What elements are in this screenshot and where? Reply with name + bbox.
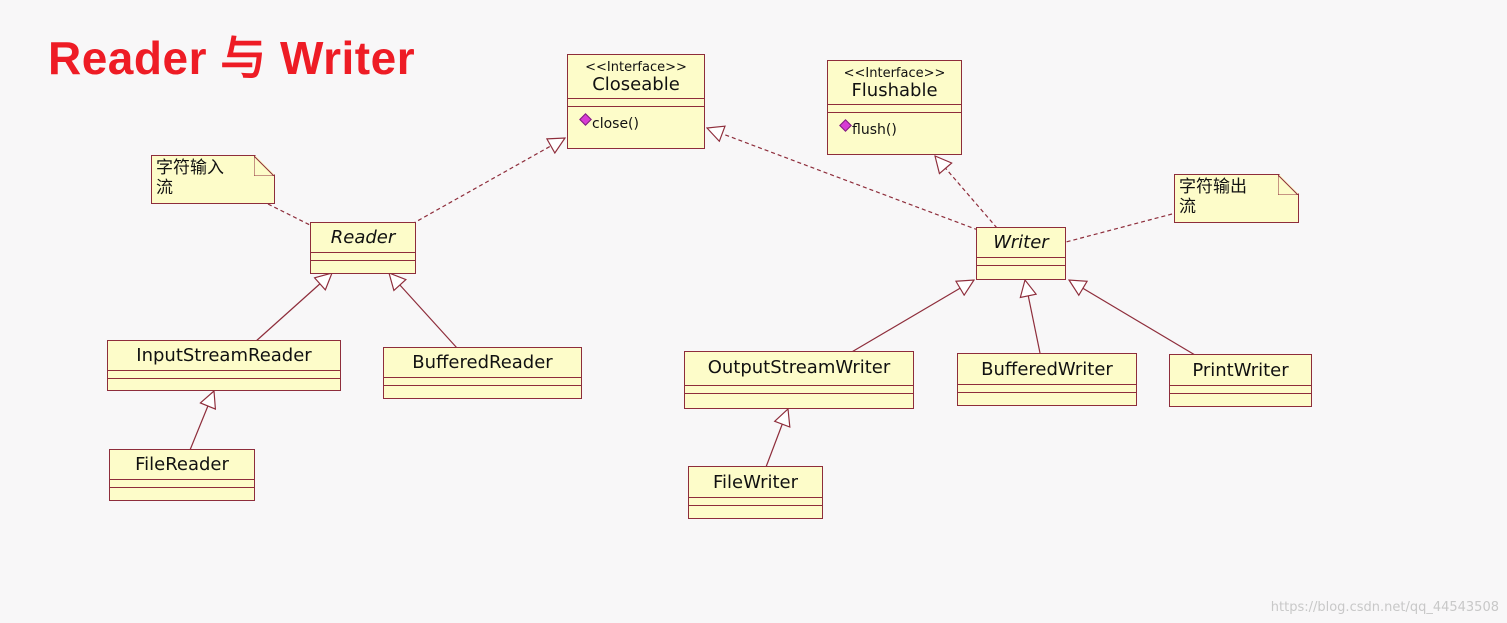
- bw-extends-writer: [1025, 280, 1041, 354]
- flushable-flush-operation: flush(): [852, 122, 897, 138]
- note-anchor-input: [267, 203, 313, 227]
- output-note-line2: 流: [1179, 197, 1196, 217]
- flushable-attributes: [828, 105, 961, 113]
- osw-extends-writer: [849, 280, 974, 354]
- input-stream-reader-attributes: [108, 371, 340, 379]
- buffered-writer-operations: [958, 393, 1136, 400]
- file-reader-operations: [110, 488, 254, 495]
- print-writer-operations: [1170, 394, 1311, 401]
- reader-name: Reader: [311, 223, 415, 253]
- isr-extends-reader: [254, 273, 332, 343]
- buffered-reader-name: BufferedReader: [384, 348, 581, 378]
- buffered-reader-operations: [384, 386, 581, 393]
- note-fold-icon: [1278, 175, 1298, 195]
- input-stream-note: 字符输入 流: [151, 155, 275, 204]
- input-stream-reader-class-box: InputStreamReader: [107, 340, 341, 391]
- flushable-interface-box: <<Interface>> Flushable flush(): [827, 60, 962, 155]
- writer-name: Writer: [977, 228, 1065, 258]
- flushable-operations: flush(): [828, 113, 961, 139]
- fr-extends-isr: [189, 391, 214, 451]
- diagram-title: Reader 与 Writer: [48, 32, 416, 84]
- output-stream-writer-name: OutputStreamWriter: [685, 352, 913, 386]
- file-reader-class-box: FileReader: [109, 449, 255, 501]
- br-extends-reader: [389, 273, 458, 349]
- closeable-close-operation: close(): [592, 116, 639, 132]
- writer-attributes: [977, 258, 1065, 266]
- flushable-name: Flushable: [828, 81, 961, 105]
- writer-realizes-flushable: [935, 156, 998, 229]
- reader-realizes-closeable: [411, 138, 565, 225]
- output-stream-note: 字符输出 流: [1174, 174, 1299, 223]
- input-stream-reader-name: InputStreamReader: [108, 341, 340, 371]
- file-writer-class-box: FileWriter: [688, 466, 823, 519]
- buffered-reader-attributes: [384, 378, 581, 386]
- flushable-stereotype: <<Interface>>: [843, 66, 946, 81]
- output-stream-writer-attributes: [685, 386, 913, 394]
- buffered-writer-class-box: BufferedWriter: [957, 353, 1137, 406]
- watermark: https://blog.csdn.net/qq_44543508: [1270, 600, 1499, 615]
- output-stream-writer-class-box: OutputStreamWriter: [684, 351, 914, 409]
- input-note-line1: 字符输入: [156, 158, 224, 178]
- file-reader-name: FileReader: [110, 450, 254, 480]
- print-writer-attributes: [1170, 386, 1311, 394]
- writer-operations: [977, 266, 1065, 273]
- note-fold-icon: [254, 156, 274, 176]
- buffered-reader-class-box: BufferedReader: [383, 347, 582, 399]
- note-anchor-output: [1065, 213, 1173, 243]
- print-writer-name: PrintWriter: [1170, 355, 1311, 386]
- closeable-stereotype: <<Interface>>: [585, 60, 687, 75]
- file-writer-operations: [689, 506, 822, 513]
- closeable-name: Closeable: [568, 75, 704, 99]
- file-reader-attributes: [110, 480, 254, 488]
- input-stream-reader-operations: [108, 379, 340, 386]
- file-writer-attributes: [689, 498, 822, 506]
- buffered-writer-attributes: [958, 385, 1136, 393]
- reader-class-box: Reader: [310, 222, 416, 274]
- buffered-writer-name: BufferedWriter: [958, 354, 1136, 385]
- print-writer-class-box: PrintWriter: [1169, 354, 1312, 407]
- writer-class-box: Writer: [976, 227, 1066, 280]
- closeable-attributes: [568, 99, 704, 107]
- reader-attributes: [311, 253, 415, 261]
- input-note-line2: 流: [156, 178, 173, 198]
- output-note-line1: 字符输出: [1179, 177, 1247, 197]
- file-writer-name: FileWriter: [689, 467, 822, 498]
- fw-extends-osw: [765, 409, 788, 468]
- closeable-interface-box: <<Interface>> Closeable close(): [567, 54, 705, 149]
- output-stream-writer-operations: [685, 394, 913, 401]
- writer-realizes-closeable: [707, 128, 979, 231]
- reader-operations: [311, 261, 415, 268]
- closeable-operations: close(): [568, 107, 704, 133]
- pw-extends-writer: [1069, 280, 1196, 356]
